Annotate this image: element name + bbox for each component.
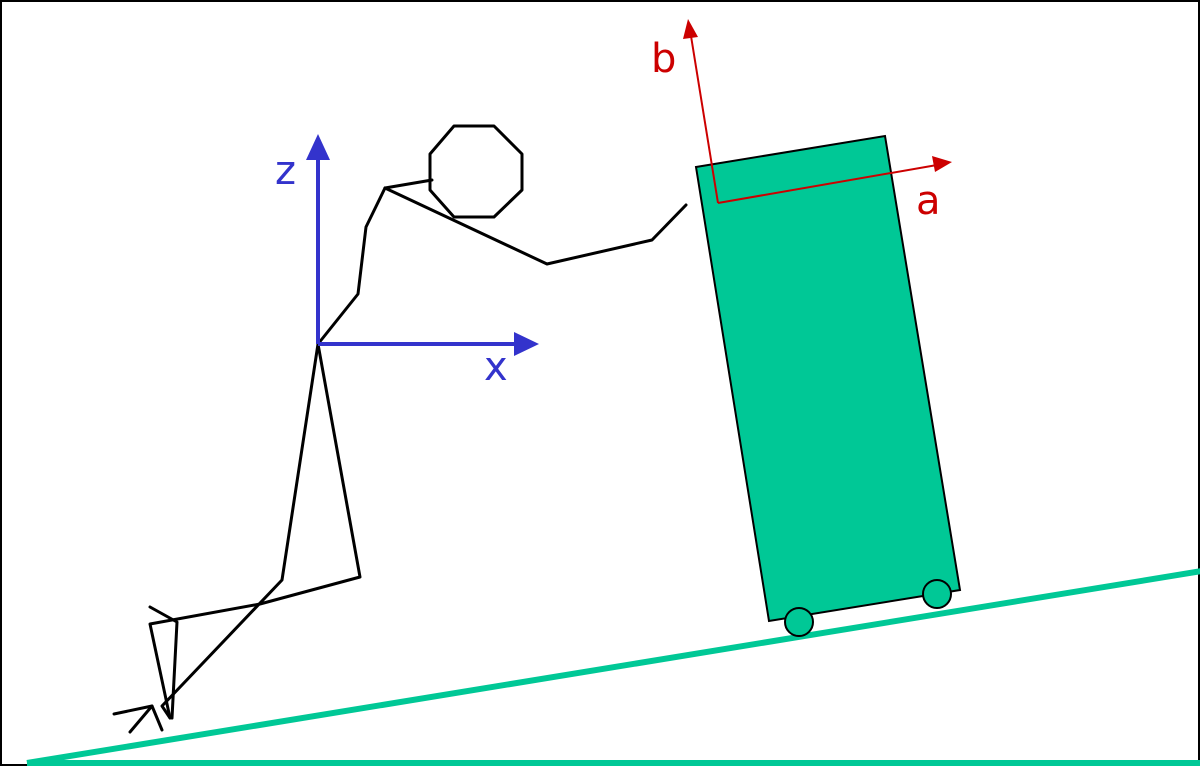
stick-figure-neck [383, 178, 434, 190]
cart-body [694, 134, 962, 623]
stick-figure [112, 124, 688, 734]
cart-wheel-front [922, 579, 952, 609]
stick-figure-torso [316, 186, 387, 346]
cart-axes: a b [651, 19, 952, 224]
incline-line [26, 568, 1200, 766]
stick-figure-back-leg [160, 342, 320, 720]
cart-axis-b [690, 35, 719, 204]
stick-figure-arm [383, 186, 688, 266]
cart-wheel-rear [784, 607, 814, 637]
cart-axis-a [717, 164, 938, 204]
cart-axis-b-arrowhead [683, 19, 698, 39]
cart-axis-b-label: b [651, 36, 676, 82]
stick-figure-front-foot [148, 605, 179, 720]
person-axes: x z [275, 134, 539, 390]
person-axis-z-label: z [275, 148, 296, 194]
stick-figure-back-foot [112, 704, 154, 734]
person-axis-x-label: x [484, 344, 508, 390]
stick-figure-head [428, 124, 524, 219]
cart-axis-a-label: a [916, 178, 941, 224]
cart [694, 134, 962, 637]
cart-axis-a-arrowhead [932, 156, 952, 172]
person-axis-z-arrowhead [306, 134, 330, 160]
stick-figure-front-leg [148, 342, 362, 720]
stick-figure-heel [150, 704, 164, 732]
person-axis-x-arrowhead [514, 332, 539, 356]
